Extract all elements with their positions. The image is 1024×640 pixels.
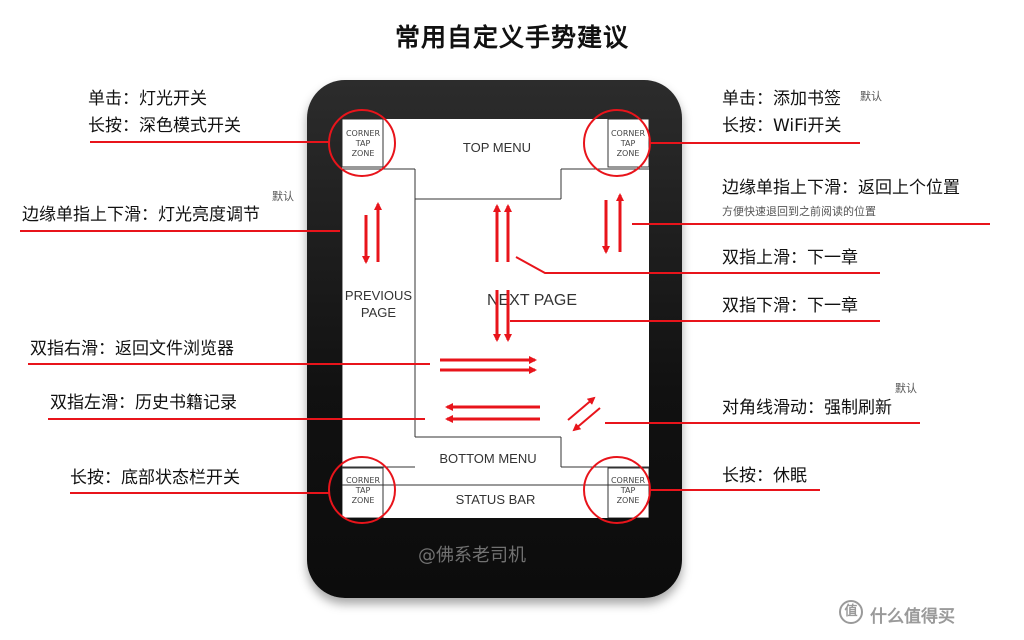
ann-left-edge-swipe: 边缘单指上下滑：灯光亮度调节 xyxy=(22,205,260,225)
corner-zone-top-left[interactable]: CORNER TAP ZONE xyxy=(342,129,384,159)
bottom-menu-label[interactable]: BOTTOM MENU xyxy=(439,451,537,466)
corner-text-line: ZONE xyxy=(351,496,375,505)
corner-text-line: CORNER xyxy=(610,476,646,485)
corner-text-line: CORNER xyxy=(610,129,646,138)
brand-name: 什么值得买 xyxy=(870,607,955,627)
ann-two-finger-up: 双指上滑：下一章 xyxy=(722,248,858,268)
corner-text-line: TAP xyxy=(620,486,636,495)
default-tag: 默认 xyxy=(272,190,294,203)
ann-right-edge-swipe-sub: 方便快速退回到之前阅读的位置 xyxy=(722,205,876,218)
brand-logo-icon: 值 xyxy=(839,600,863,624)
ann-hold-bottom-right: 长按：休眠 xyxy=(722,466,807,486)
previous-page-zone[interactable]: PREVIOUS PAGE xyxy=(342,287,415,321)
corner-text-line: TAP xyxy=(355,139,371,148)
previous-page-label-line1: PREVIOUS xyxy=(344,288,413,303)
corner-text-line: TAP xyxy=(620,139,636,148)
ann-hold-bottom-left: 长按：底部状态栏开关 xyxy=(70,468,240,488)
default-tag: 默认 xyxy=(895,382,917,395)
corner-text-line: CORNER xyxy=(345,129,381,138)
diagonal-arrow xyxy=(572,407,601,432)
watermark-text: @佛系老司机 xyxy=(418,545,526,566)
ereader-screen: CORNER TAP ZONE CORNER TAP ZONE CORNER T… xyxy=(342,119,649,518)
diagram-title: 常用自定义手势建议 xyxy=(394,23,629,52)
corner-text-line: ZONE xyxy=(351,149,375,158)
leader-line xyxy=(515,256,880,274)
corner-text-line: ZONE xyxy=(616,496,640,505)
corner-zone-bottom-right[interactable]: CORNER TAP ZONE xyxy=(607,476,649,506)
corner-zone-bottom-left[interactable]: CORNER TAP ZONE xyxy=(342,476,384,506)
ann-tap-top-left: 单击：灯光开关 xyxy=(88,89,207,109)
ann-right-edge-swipe: 边缘单指上下滑：返回上个位置 xyxy=(722,178,960,198)
ann-hold-top-left: 长按：深色模式开关 xyxy=(88,116,241,136)
default-tag: 默认 xyxy=(860,90,882,103)
corner-circle-top-right xyxy=(583,109,651,177)
status-bar-label[interactable]: STATUS BAR xyxy=(455,492,536,507)
corner-text-line: CORNER xyxy=(345,476,381,485)
ann-two-finger-right: 双指右滑：返回文件浏览器 xyxy=(30,339,234,359)
ann-hold-top-right: 长按：WiFi开关 xyxy=(722,116,842,136)
ann-two-finger-left: 双指左滑：历史书籍记录 xyxy=(50,393,237,413)
corner-circle-bottom-left xyxy=(328,456,396,524)
ann-diagonal-swipe: 对角线滑动：强制刷新 xyxy=(722,398,892,418)
corner-text-line: ZONE xyxy=(616,149,640,158)
previous-page-label-line2: PAGE xyxy=(360,305,397,320)
diagonal-arrow xyxy=(567,396,596,421)
corner-circle-bottom-right xyxy=(583,456,651,524)
corner-circle-top-left xyxy=(328,109,396,177)
corner-text-line: TAP xyxy=(355,486,371,495)
corner-zone-top-right[interactable]: CORNER TAP ZONE xyxy=(607,129,649,159)
screen-layout-lines xyxy=(342,119,649,518)
top-menu-label[interactable]: TOP MENU xyxy=(462,140,532,155)
ann-two-finger-down: 双指下滑：下一章 xyxy=(722,296,858,316)
ann-tap-top-right: 单击：添加书签 xyxy=(722,89,841,109)
